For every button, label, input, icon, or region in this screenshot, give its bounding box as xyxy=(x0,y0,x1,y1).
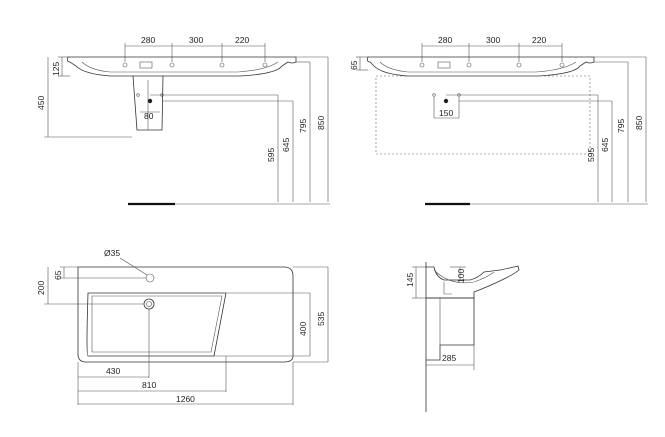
waste-width-label: 80 xyxy=(144,111,154,121)
waste-width-label-right: 150 xyxy=(439,108,453,118)
front-view-wall-hung: 280 300 220 150 65 595 64 xyxy=(349,35,648,206)
basin-depth-label: 400 xyxy=(298,322,308,336)
waste-offset-label: 430 xyxy=(106,366,120,376)
bowl-depth-label: 100 xyxy=(456,269,466,283)
height-595: 595 xyxy=(266,148,276,162)
height-595-right: 595 xyxy=(586,148,596,162)
overall-width-label: 1260 xyxy=(176,394,195,404)
deck-height-label-right: 65 xyxy=(349,60,359,70)
pedestal-height-label: 450 xyxy=(36,96,46,110)
overall-depth-label: 535 xyxy=(316,312,326,326)
front-view-pedestal: 280 300 220 80 125 450 xyxy=(36,35,330,206)
plan-view: Ø35 65 200 400 535 430 810 1260 xyxy=(36,248,329,405)
height-795: 795 xyxy=(298,119,308,133)
tap-spacing-3: 220 xyxy=(235,35,249,45)
projection-label: 285 xyxy=(442,353,456,363)
height-850-right: 850 xyxy=(634,116,644,130)
tap-spacing-2-right: 300 xyxy=(486,35,500,45)
height-850: 850 xyxy=(316,116,326,130)
tap-spacing-1: 280 xyxy=(141,35,155,45)
side-view: 145 100 285 xyxy=(405,262,520,412)
tap-spacing-3-right: 220 xyxy=(532,35,546,45)
tap-spacing-1-right: 280 xyxy=(438,35,452,45)
hole-offset-label: 65 xyxy=(53,270,63,280)
height-795-right: 795 xyxy=(616,119,626,133)
rim-height-label: 145 xyxy=(405,273,415,287)
height-645-right: 645 xyxy=(600,138,610,152)
basin-width-label: 810 xyxy=(142,380,156,390)
hole-depth-label: 200 xyxy=(36,281,46,295)
deck-height-label: 125 xyxy=(51,62,61,76)
height-645: 645 xyxy=(281,138,291,152)
tap-spacing-2: 300 xyxy=(189,35,203,45)
hole-diameter-label: Ø35 xyxy=(104,248,120,258)
